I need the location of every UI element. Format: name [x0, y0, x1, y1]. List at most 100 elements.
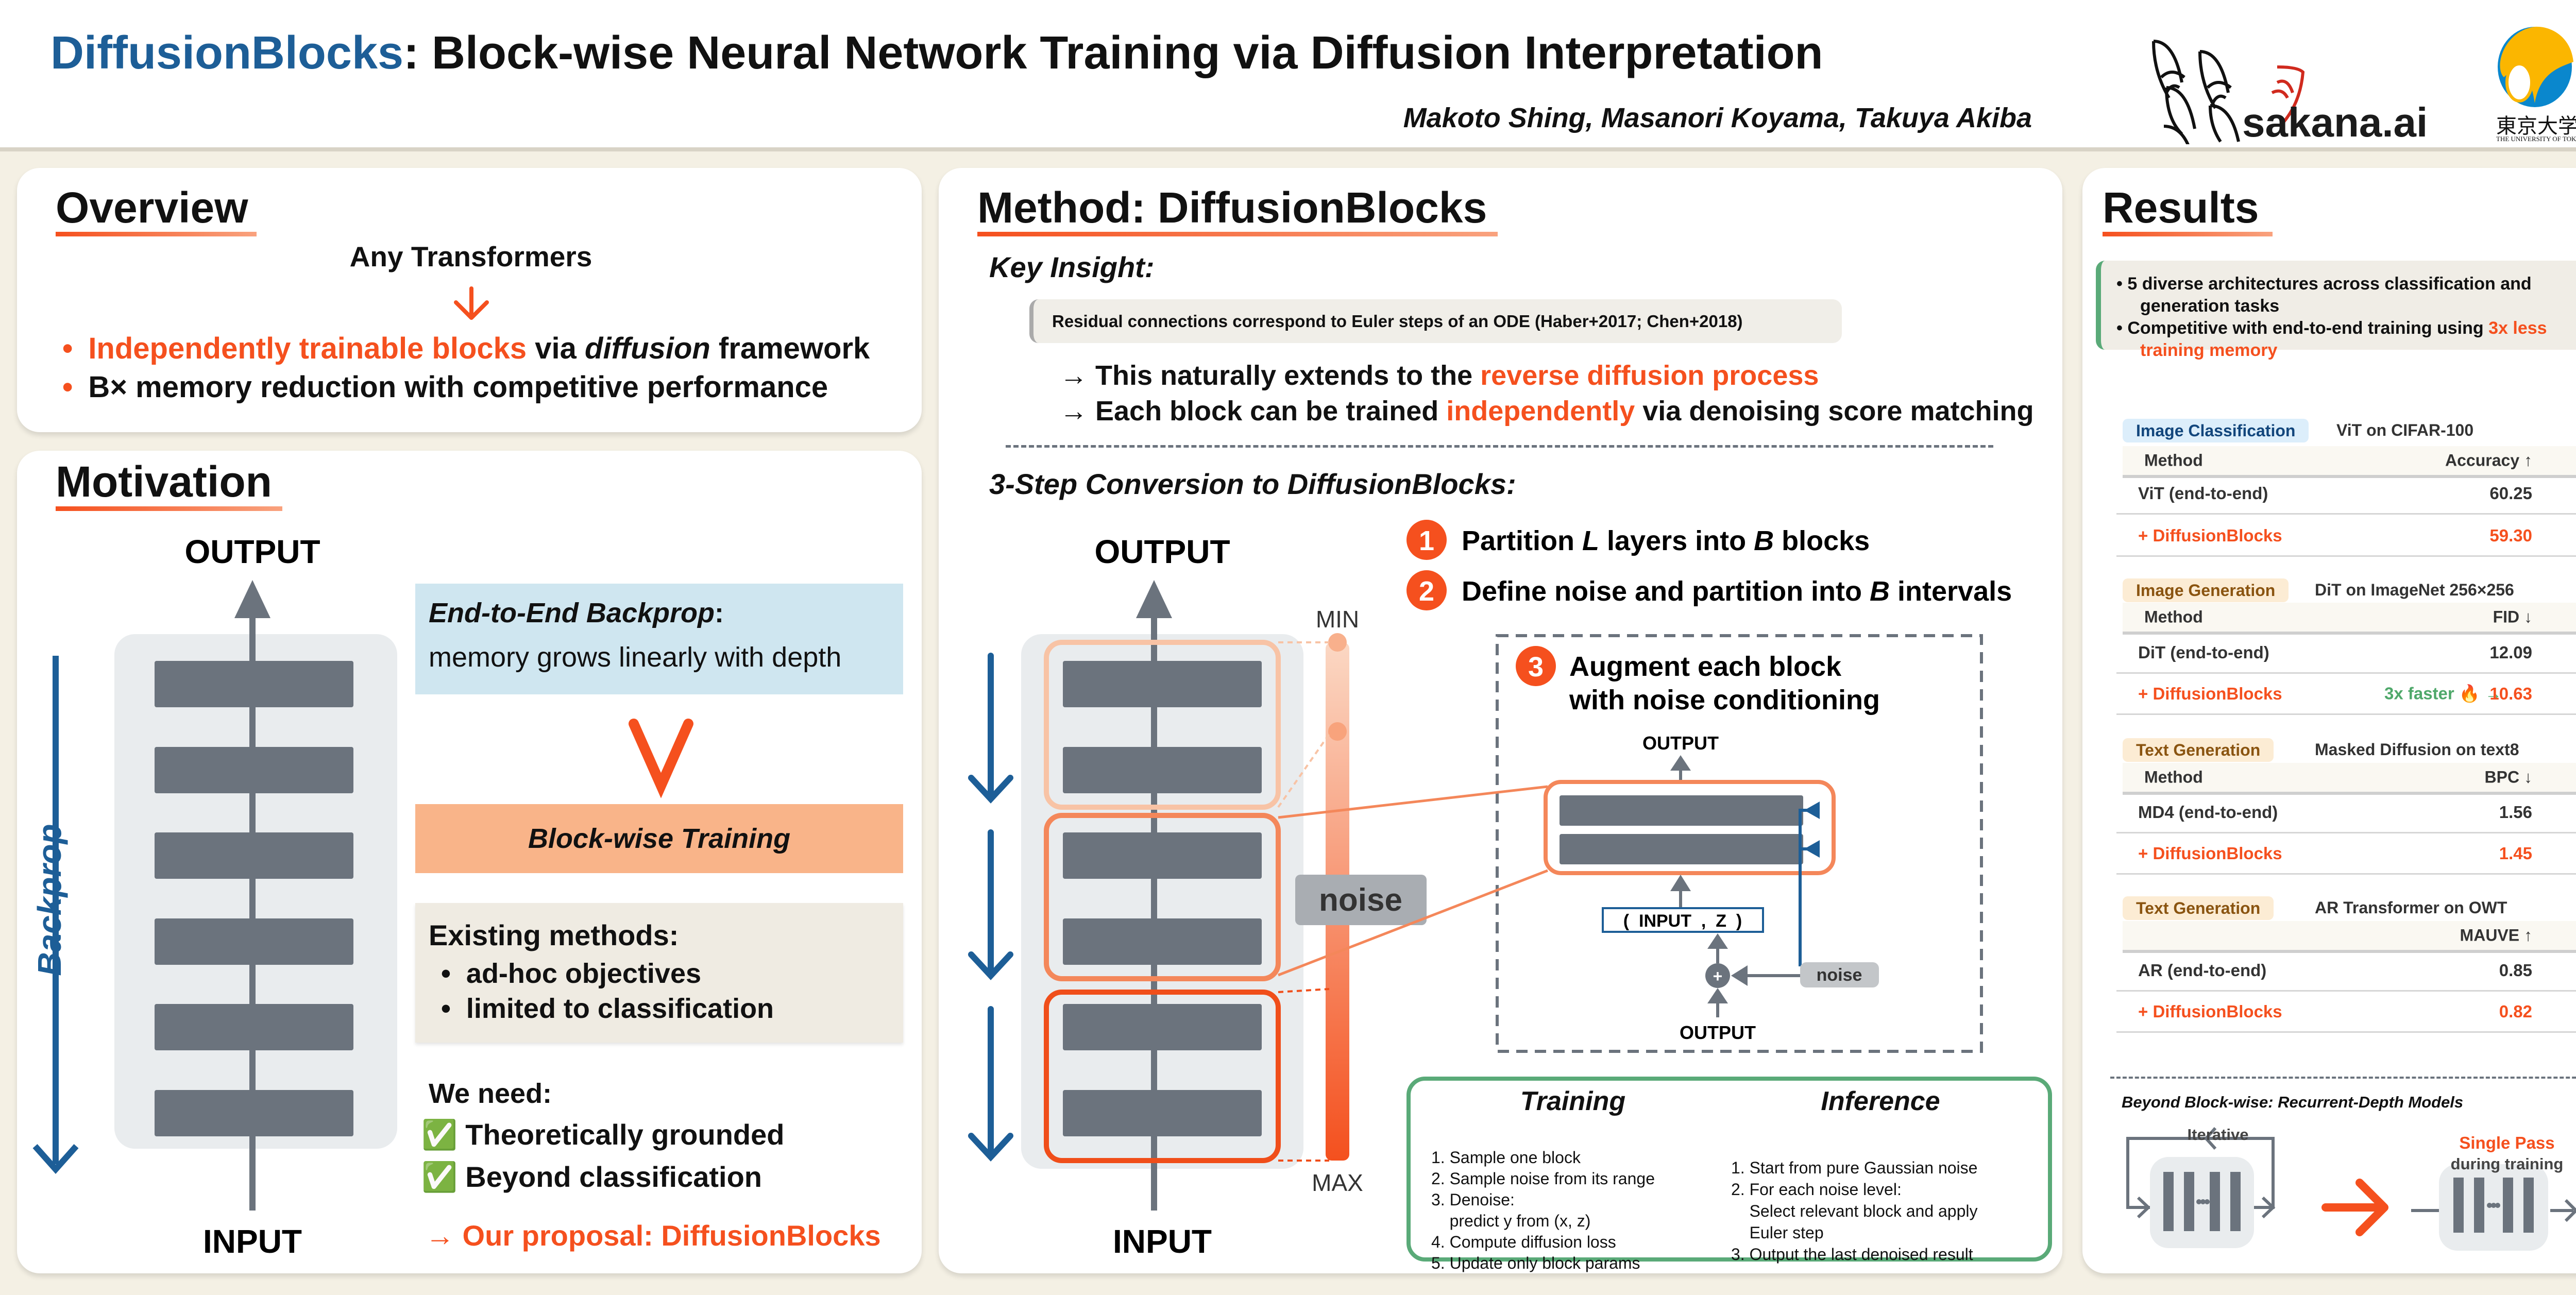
training-step: 3. Denoise: [1431, 1190, 1515, 1209]
step-3-line-1: Augment each block [1569, 651, 1842, 682]
training-steps: 1. Sample one block 2. Sample noise from … [1431, 1126, 1655, 1295]
layer-block [155, 918, 353, 965]
layer-block [155, 747, 353, 793]
existing-item: limited to classification [441, 993, 774, 1025]
bullet-text: via [527, 332, 585, 365]
single-pass-label: Single Pass [2459, 1133, 2555, 1152]
conditioning-arrow-icon [1804, 802, 1820, 819]
step-1-badge [1406, 520, 1447, 560]
step-3-line-2: with noise conditioning [1569, 685, 1880, 715]
inference-step: 2. For each noise level: [1731, 1180, 1902, 1199]
noise-level-dot [1328, 633, 1347, 652]
layer-bar [2230, 1172, 2241, 1231]
down-arrow-icon [454, 286, 489, 320]
bullet-highlight: Independently trainable blocks [88, 332, 527, 365]
table-row: DiT (end-to-end)12.09 [2116, 633, 2576, 674]
ellipsis-dot [2491, 1203, 2496, 1208]
step-3-badge [1516, 646, 1556, 686]
table-tag: Image Generation [2123, 578, 2289, 602]
output-label: OUTPUT [184, 533, 320, 570]
loop-arrow-icon [2204, 1127, 2217, 1150]
detail-output-bottom: OUTPUT [1680, 1022, 1756, 1043]
detail-output-top: OUTPUT [1642, 732, 1719, 754]
ellipsis-dot [2200, 1199, 2206, 1204]
ellipsis-dot [2205, 1199, 2210, 1204]
sakana-logo-text: sakana.ai [2242, 99, 2428, 145]
table-tag: Text Generation [2123, 896, 2274, 920]
backprop-label: Backprop [31, 824, 68, 976]
summary-item: • Competitive with end-to-end training u… [2116, 318, 2547, 338]
inference-step: Euler step [1731, 1223, 1824, 1242]
residual-insight-box: Residual connections correspond to Euler… [1029, 299, 1842, 343]
poster-header: DiffusionBlocks: Block-wise Neural Netwo… [0, 0, 2576, 151]
table-header: MAUVE ↑ [2123, 921, 2576, 953]
layer-block [1063, 1004, 1262, 1050]
heading-underline [56, 232, 257, 236]
layer-block [155, 832, 353, 879]
block-group-1 [1044, 640, 1281, 810]
overview-bullet-2: B× memory reduction with competitive per… [62, 370, 828, 404]
summary-item: • 5 diverse architectures across classif… [2116, 274, 2532, 294]
step-3-dashed-box [1496, 634, 1983, 1053]
layer-bar [2184, 1172, 2194, 1231]
up-arrow-icon [1707, 933, 1728, 949]
step-2-number: 2 [1419, 576, 1434, 607]
bullet-italic: diffusion [585, 332, 710, 365]
overview-heading: Overview [56, 183, 248, 232]
bullet-text: framework [710, 332, 870, 365]
noise-level-dot [1328, 722, 1347, 741]
title-rest: : Block-wise Neural Network Training via… [403, 27, 1823, 79]
table-row: AR (end-to-end)0.85 [2116, 950, 2576, 992]
speedup-note: 3x faster 🔥 → [2384, 684, 2502, 703]
our-proposal: → Our proposal: DiffusionBlocks [426, 1219, 881, 1252]
block-backprop-arrow-icon [968, 829, 1013, 980]
table-subtitle: AR Transformer on OWT [2315, 898, 2507, 917]
training-step: predict y from (x, z) [1431, 1212, 1591, 1230]
existing-methods-box: Existing methods: ad-hoc objectives limi… [415, 903, 903, 1043]
method-heading: Method: DiffusionBlocks [977, 183, 1487, 232]
layer-block [155, 1004, 353, 1050]
left-arrow-icon [1731, 965, 1748, 986]
noise-label-box [1295, 875, 1427, 925]
layer-block [1063, 918, 1262, 965]
min-label: MIN [1316, 606, 1359, 633]
key-insight-label: Key Insight: [989, 251, 1155, 283]
heading-underline [977, 232, 1498, 236]
layer-block [1063, 661, 1262, 707]
insight-arrow-2: → Each block can be trained independentl… [1060, 396, 2034, 427]
conditioning-arrow-icon [1804, 840, 1820, 858]
e2e-title: End-to-End Backprop: [429, 598, 724, 628]
step-2-text: Define noise and partition into B interv… [1462, 576, 2012, 607]
backprop-diagram: OUTPUT INPUT Backprop [31, 533, 693, 1260]
blockwise-training-box: Block-wise Training [415, 804, 903, 873]
layer-block [1560, 834, 1803, 864]
existing-title: Existing methods: [429, 919, 679, 951]
overview-bullet-1: Independently trainable blocks via diffu… [62, 331, 870, 366]
sakana-fish-logo-icon [2152, 40, 2305, 144]
layer-bar [2523, 1178, 2534, 1233]
output-arrow-icon [2550, 1199, 2576, 1222]
summary-item-cont: training memory [2140, 340, 2278, 360]
transform-arrow-icon [2321, 1179, 2388, 1236]
step-2-badge [1406, 570, 1447, 610]
training-step: 2. Sample noise from its range [1431, 1169, 1655, 1188]
max-label: MAX [1312, 1169, 1363, 1196]
heading-underline [2103, 232, 2273, 236]
section-divider [1006, 445, 1993, 448]
input-label: INPUT [1113, 1223, 1212, 1260]
training-step: 1. Sample one block [1431, 1148, 1581, 1167]
beyond-title: Beyond Block-wise: Recurrent-Depth Model… [2122, 1093, 2464, 1111]
down-chevron-icon [629, 719, 693, 798]
summary-bullets: • 5 diverse architectures across classif… [2116, 273, 2547, 362]
layer-bar [2503, 1178, 2513, 1233]
inference-step: Select relevant block and apply [1731, 1202, 1978, 1220]
training-step: 4. Compute diffusion loss [1431, 1233, 1616, 1251]
inference-step: 3. Output the last denoised result [1731, 1245, 1973, 1264]
